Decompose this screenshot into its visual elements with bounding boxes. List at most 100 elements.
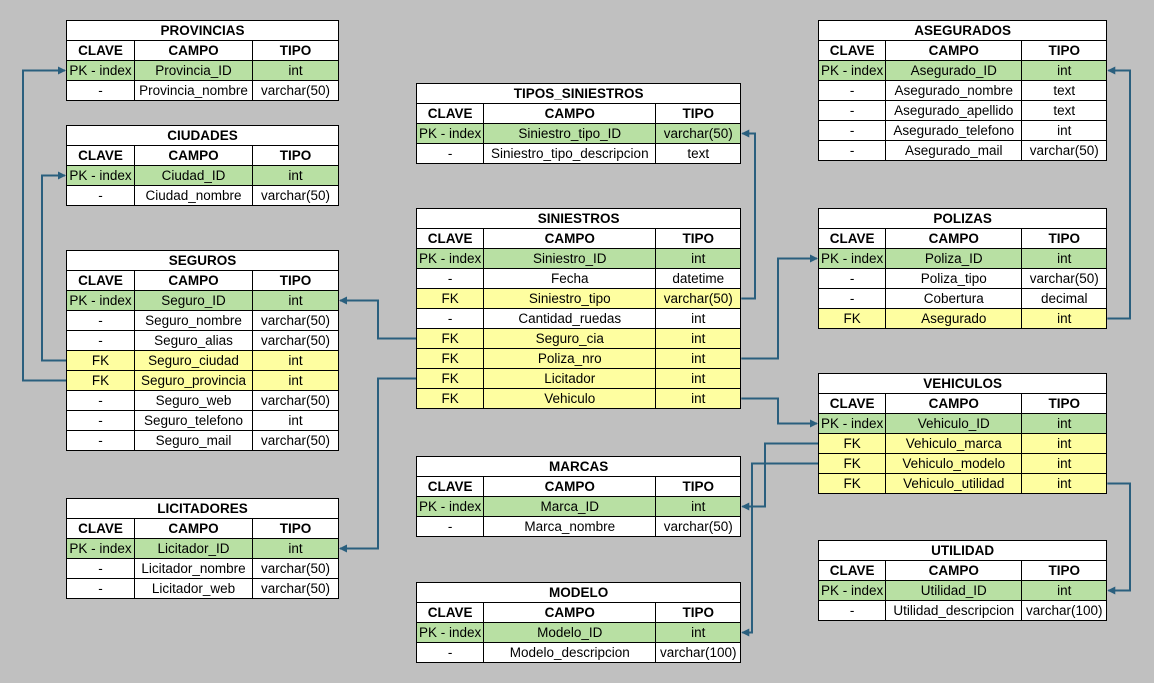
cell-tipo: int	[655, 622, 742, 643]
cell-campo: Asegurado_mail	[885, 140, 1023, 161]
cell-campo: Seguro_provincia	[134, 370, 253, 391]
column-header-campo: CAMPO	[885, 40, 1023, 61]
cell-clave: FK	[415, 328, 485, 349]
cell-clave: FK	[817, 473, 887, 494]
cell-clave: PK - index	[817, 60, 887, 81]
cell-tipo: int	[252, 538, 339, 559]
relationship-arrow	[1107, 66, 1131, 320]
cell-clave: FK	[66, 350, 135, 371]
column-header-tipo: TIPO	[655, 228, 742, 249]
table-title: SEGUROS	[66, 250, 339, 271]
cell-tipo: varchar(50)	[655, 516, 742, 537]
cell-tipo: int	[252, 60, 339, 81]
cell-clave: -	[415, 516, 485, 537]
cell-campo: Ciudad_ID	[134, 165, 253, 186]
cell-tipo: decimal	[1021, 288, 1108, 309]
cell-clave: FK	[817, 453, 887, 474]
column-header-campo: CAMPO	[483, 228, 657, 249]
cell-tipo: int	[655, 348, 742, 369]
cell-clave: -	[415, 642, 485, 663]
relationship-arrow	[741, 129, 756, 300]
column-header-campo: CAMPO	[134, 40, 253, 61]
relationship-arrow	[22, 66, 66, 382]
cell-tipo: varchar(50)	[252, 558, 339, 579]
cell-tipo: varchar(50)	[655, 123, 742, 144]
relationship-arrow	[339, 296, 416, 340]
cell-campo: Licitador	[483, 368, 657, 389]
cell-campo: Utilidad_descripcion	[885, 600, 1023, 621]
cell-clave: -	[66, 410, 135, 431]
cell-clave: -	[415, 143, 485, 164]
cell-campo: Marca_ID	[483, 496, 657, 517]
table-title: CIUDADES	[66, 125, 339, 146]
column-header-clave: CLAVE	[66, 40, 135, 61]
cell-tipo: int	[655, 328, 742, 349]
cell-tipo: int	[1021, 413, 1108, 434]
column-header-clave: CLAVE	[415, 103, 485, 124]
column-header-tipo: TIPO	[655, 476, 742, 497]
column-header-tipo: TIPO	[252, 518, 339, 539]
column-header-tipo: TIPO	[252, 270, 339, 291]
cell-campo: Provincia_ID	[134, 60, 253, 81]
cell-campo: Fecha	[483, 268, 657, 289]
cell-campo: Utilidad_ID	[885, 580, 1023, 601]
cell-clave: -	[817, 140, 887, 161]
cell-clave: FK	[66, 370, 135, 391]
cell-clave: -	[415, 308, 485, 329]
cell-campo: Cantidad_ruedas	[483, 308, 657, 329]
cell-tipo: text	[1021, 80, 1108, 101]
cell-clave: -	[66, 80, 135, 101]
cell-tipo: varchar(50)	[252, 430, 339, 451]
table-title: VEHICULOS	[817, 373, 1108, 394]
cell-tipo: int	[1021, 580, 1108, 601]
cell-tipo: int	[252, 370, 339, 391]
column-header-clave: CLAVE	[415, 602, 485, 623]
cell-campo: Poliza_ID	[885, 248, 1023, 269]
column-header-campo: CAMPO	[483, 602, 657, 623]
column-header-campo: CAMPO	[134, 270, 253, 291]
column-header-tipo: TIPO	[1021, 560, 1108, 581]
relationship-arrow	[741, 254, 818, 360]
cell-tipo: int	[655, 388, 742, 409]
cell-clave: PK - index	[415, 622, 485, 643]
relationship-arrow	[41, 171, 66, 362]
cell-clave: PK - index	[415, 496, 485, 517]
column-header-tipo: TIPO	[1021, 393, 1108, 414]
column-header-campo: CAMPO	[483, 476, 657, 497]
column-header-campo: CAMPO	[885, 560, 1023, 581]
cell-campo: Seguro_alias	[134, 330, 253, 351]
cell-clave: PK - index	[66, 165, 135, 186]
cell-tipo: int	[1021, 60, 1108, 81]
cell-campo: Poliza_nro	[483, 348, 657, 369]
cell-clave: -	[66, 430, 135, 451]
column-header-campo: CAMPO	[134, 145, 253, 166]
cell-campo: Vehiculo_ID	[885, 413, 1023, 434]
cell-clave: -	[415, 268, 485, 289]
relationship-arrow	[339, 377, 416, 553]
cell-tipo: text	[655, 143, 742, 164]
cell-clave: PK - index	[817, 413, 887, 434]
cell-clave: PK - index	[817, 248, 887, 269]
